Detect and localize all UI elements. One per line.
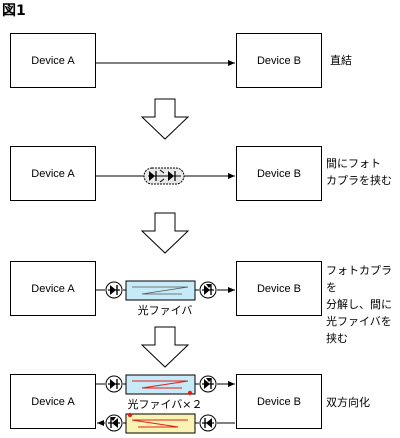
row1-caption: 直結 bbox=[330, 52, 352, 69]
row3-caption-line: フォトカプラを bbox=[326, 264, 392, 294]
figure-title: 図1 bbox=[2, 3, 26, 19]
down-arrow-2 bbox=[140, 212, 190, 254]
led-icon bbox=[105, 281, 123, 299]
down-arrow-3 bbox=[140, 326, 190, 368]
optical-fiber-icon bbox=[125, 374, 196, 396]
row2-caption-line: 間にフォト bbox=[326, 157, 381, 170]
down-arrow-1 bbox=[140, 98, 190, 140]
device-b-box-3: Device B bbox=[236, 261, 322, 316]
row3-caption-line: 挟む bbox=[326, 332, 348, 345]
optical-fiber-icon bbox=[125, 280, 196, 301]
photocoupler-icon bbox=[143, 167, 185, 185]
row2-caption: 間にフォト カプラを挟む bbox=[326, 155, 392, 189]
photodiode-icon bbox=[105, 414, 123, 432]
device-b-box-4: Device B bbox=[236, 374, 322, 429]
optical-fiber-icon bbox=[125, 412, 196, 434]
photodiode-icon bbox=[199, 281, 217, 299]
device-a-box-4: Device A bbox=[10, 374, 96, 429]
row3-caption-line: 分解し、間に bbox=[326, 298, 392, 311]
photodiode-icon bbox=[199, 375, 217, 393]
led-icon bbox=[105, 375, 123, 393]
led-icon bbox=[199, 414, 217, 432]
fiber-label-4: 光ファイバ×２ bbox=[127, 398, 203, 411]
row4-caption: 双方向化 bbox=[326, 394, 370, 411]
device-a-box-3: Device A bbox=[10, 261, 96, 316]
row2-caption-line: カプラを挟む bbox=[326, 174, 392, 187]
device-a-box-1: Device A bbox=[10, 33, 96, 88]
device-b-box-2: Device B bbox=[236, 146, 322, 201]
row4-caption-line: 双方向化 bbox=[326, 396, 370, 409]
fiber-label-3: 光ファイバ bbox=[137, 304, 193, 317]
device-b-box-1: Device B bbox=[236, 33, 322, 88]
row1-caption-line: 直結 bbox=[330, 54, 352, 67]
row3-caption: フォトカプラを 分解し、間に 光ファイバを 挟む bbox=[326, 262, 400, 347]
row3-caption-line: 光ファイバを bbox=[326, 315, 392, 328]
device-a-box-2: Device A bbox=[10, 146, 96, 201]
